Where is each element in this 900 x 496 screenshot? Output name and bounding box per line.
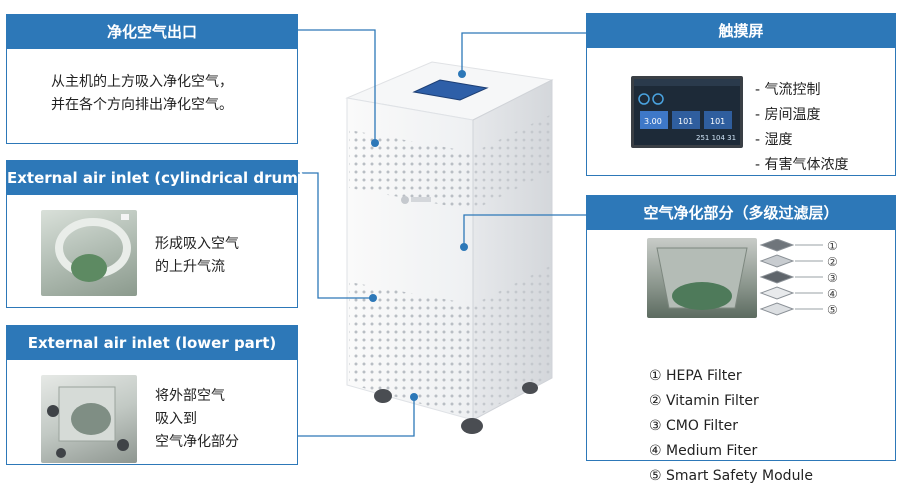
filter-title: 空气净化部分（多级过滤层） [587,196,895,230]
lower-inlet-title: External air inlet (lower part) [7,326,297,360]
touch-item-airflow: - 气流控制 [755,82,821,98]
screen-value-2: 101 [678,117,693,126]
screen-value-3: 101 [710,117,725,126]
outlet-text-line1: 从主机的上方吸入净化空气， [51,74,233,90]
layer-marker-3: ③ [827,271,838,285]
layer-marker-1: ① [827,239,838,253]
filter-interior-photo [647,238,757,318]
lower-text-line3: 空气净化部分 [155,434,239,450]
touchscreen-title: 触摸屏 [587,14,895,48]
brand-logo [401,196,409,204]
outlet-text-line2: 并在各个方向排出净化空气。 [51,97,233,113]
leader-touch [461,32,586,74]
lower-text-line1: 将外部空气 [155,388,225,404]
screen-bottom-values: 251 104 31 [696,134,736,142]
touch-item-temperature: - 房间温度 [755,107,821,123]
lower-inlet-photo [41,375,137,463]
filter-panel: 空气净化部分（多级过滤层） [586,195,896,484]
upper-grille-front [349,130,472,210]
leader-lower [298,397,415,437]
lower-text-line2: 吸入到 [155,411,197,427]
filter-legend-list: ① HEPA Filter ② Vitamin Filter ③ CMO Fil… [649,364,813,489]
filter-layer-stack: ① ② ③ ④ ⑤ [759,238,869,321]
lower-grille-side [474,266,550,418]
layer-marker-5: ⑤ [827,303,838,317]
touchscreen-photo: 3.00 101 101 251 104 31 [631,76,743,148]
touchscreen-panel: 触摸屏 3.00 101 101 251 104 31 - 气流控制 - 房间温… [586,13,896,176]
filter-item-safety-module: ⑤ Smart Safety Module [649,468,813,484]
drum-text-line1: 形成吸入空气 [155,236,239,252]
filter-item-vitamin: ② Vitamin Filter [649,393,759,409]
screen-value-1: 3.00 [644,117,662,126]
drum-inlet-panel: External air inlet (cylindrical drum) 形成… [6,160,305,308]
leader-outlet [298,29,376,143]
lower-grille-front [349,282,472,418]
drum-text-line2: 的上升气流 [155,259,225,275]
leader-filter [463,214,586,247]
filter-item-cmo: ③ CMO Filter [649,418,738,434]
control-panel [412,79,489,101]
leader-drum [298,172,373,299]
drum-photo [41,210,137,296]
touch-item-humidity: - 湿度 [755,132,793,148]
filter-item-medium: ④ Medium Fiter [649,443,758,459]
layer-marker-2: ② [827,255,838,269]
touch-item-gas: - 有害气体浓度 [755,157,849,173]
upper-grille-side [474,115,550,210]
lower-inlet-panel: External air inlet (lower part) 将外部空气 吸入… [6,325,298,465]
caster-wheels [374,382,538,434]
touchscreen-feature-list: - 气流控制 - 房间温度 - 湿度 - 有害气体浓度 [755,78,849,178]
layer-marker-4: ④ [827,287,838,301]
drum-inlet-title: External air inlet (cylindrical drum) [7,161,305,195]
filter-item-hepa: ① HEPA Filter [649,368,742,384]
outlet-title: 净化空气出口 [7,15,297,49]
outlet-panel: 净化空气出口 从主机的上方吸入净化空气， 并在各个方向排出净化空气。 [6,14,298,144]
